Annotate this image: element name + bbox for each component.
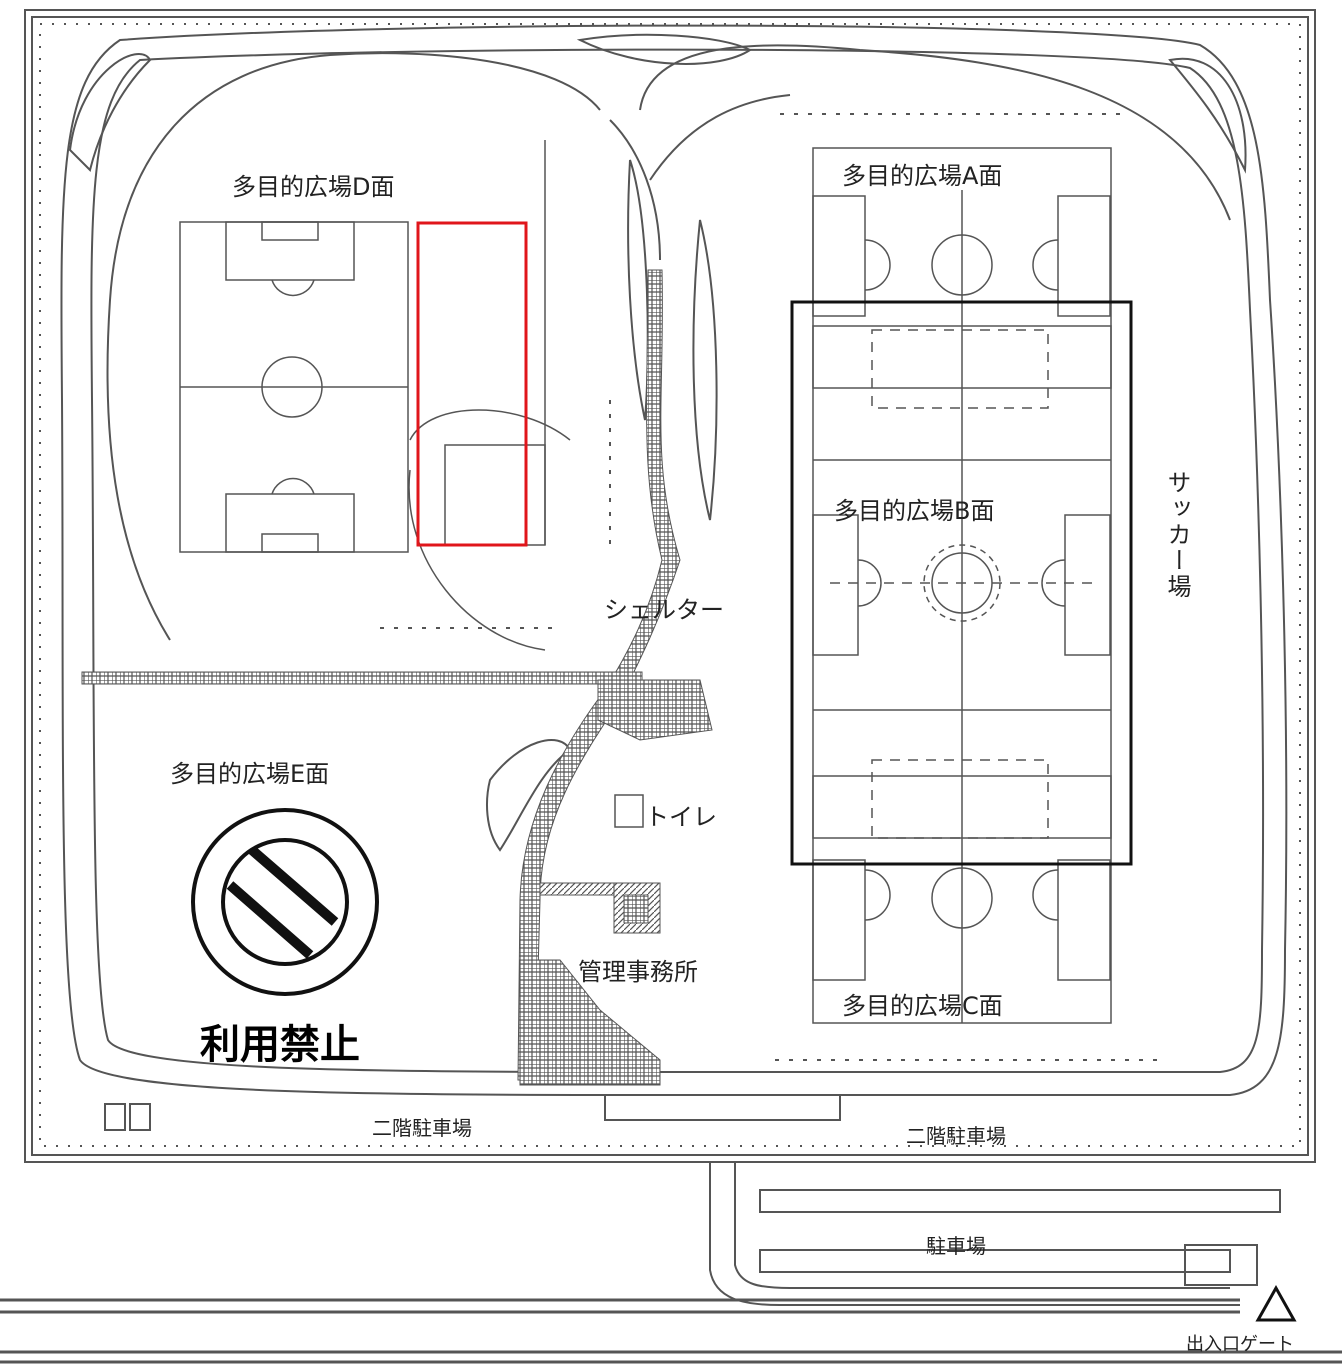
label-parking: 駐車場	[926, 1234, 986, 1258]
walkway	[81, 269, 713, 1086]
no-entry-icon	[191, 808, 379, 996]
road-islands	[68, 33, 1247, 852]
label-office: 管理事務所	[578, 958, 698, 986]
field-d	[179, 140, 571, 651]
label-parking2-left: 二階駐車場	[372, 1116, 472, 1140]
highlight-black-area	[790, 300, 1133, 866]
triangle-gate-icon	[1255, 1284, 1297, 1322]
fence-line	[380, 113, 1160, 1061]
label-parking2-right: 二階駐車場	[906, 1124, 1006, 1148]
label-field-b: 多目的広場B面	[834, 497, 995, 525]
label-field-e: 多目的広場E面	[170, 760, 330, 788]
outside-road	[0, 1298, 1342, 1364]
label-soccer: サッカー場	[1163, 470, 1191, 600]
label-field-a: 多目的広場A面	[842, 162, 1003, 190]
label-field-c: 多目的広場C面	[842, 992, 1003, 1020]
highlight-red-area	[416, 221, 528, 547]
label-prohibited: 利用禁止	[200, 1022, 360, 1068]
perimeter-road	[60, 24, 1288, 1096]
label-field-d: 多目的広場D面	[232, 173, 395, 201]
label-shelter: シェルター	[604, 596, 724, 624]
label-gate: 出入口ゲート	[1186, 1334, 1294, 1355]
site-boundary	[24, 9, 1316, 1163]
soccer-complex	[812, 147, 1112, 1024]
label-toilet: トイレ	[645, 803, 717, 831]
parking-area	[104, 1095, 1281, 1306]
